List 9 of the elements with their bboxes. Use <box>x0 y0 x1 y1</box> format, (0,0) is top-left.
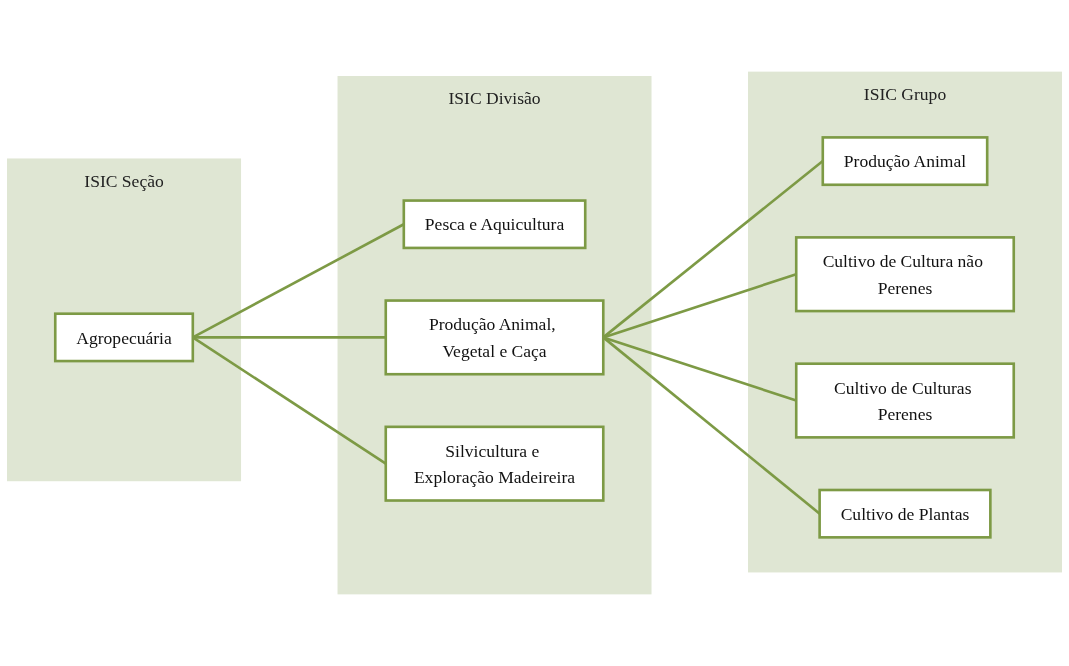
node-box: Cultivo de Culturas Perenes <box>794 362 1016 439</box>
node-box: Pesca e Aquicultura <box>402 199 587 250</box>
node-box: Cultivo de Cultura não Perenes <box>794 236 1016 313</box>
node-box: Silvicultura e Exploração Madeireira <box>384 425 605 502</box>
node-box: Produção Animal, Vegetal e Caça <box>384 299 605 376</box>
node-box: Cultivo de Plantas <box>818 488 992 539</box>
node-box: Agropecuária <box>53 312 195 363</box>
connector <box>192 336 386 339</box>
node-box: Produção Animal <box>821 136 989 187</box>
